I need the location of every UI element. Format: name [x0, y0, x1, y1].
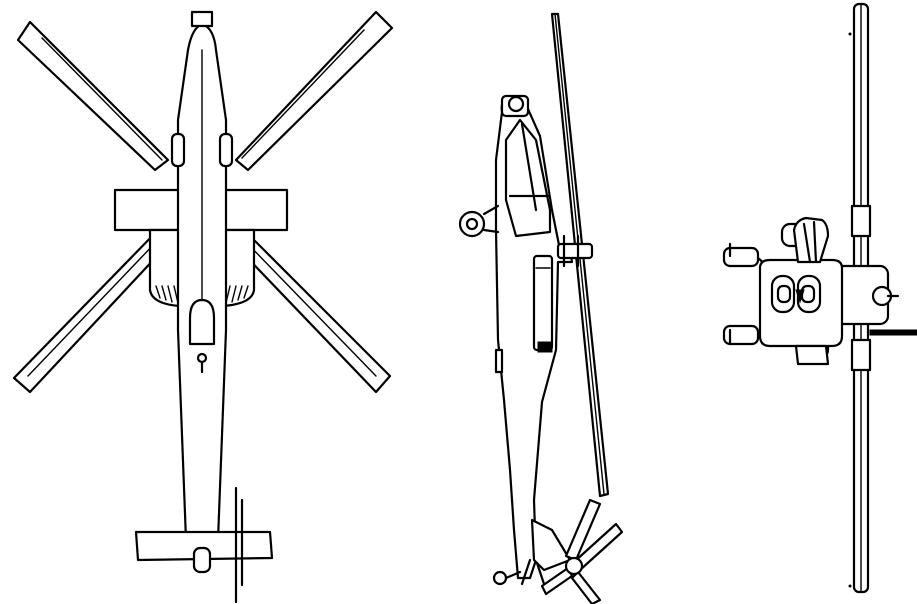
tail-fin	[530, 518, 572, 572]
helicopter-front-view-icon	[722, 2, 917, 594]
rotor-hub-side	[556, 242, 594, 260]
canopy-hatch	[188, 298, 216, 346]
weapon-pod	[532, 254, 554, 352]
canopy-side	[504, 118, 552, 238]
engine-intakes	[792, 216, 830, 366]
helicopter-side-view-icon	[458, 12, 624, 604]
canopy-front	[770, 274, 822, 314]
nose-sensor	[190, 10, 214, 28]
tail-rotor	[192, 486, 244, 604]
tail-rotor-side	[540, 498, 624, 604]
helicopter-top-view-icon	[12, 10, 394, 604]
horizontal-stabilizer	[134, 530, 274, 562]
rotor-hub-front	[832, 264, 917, 336]
nose-turret	[458, 204, 500, 238]
